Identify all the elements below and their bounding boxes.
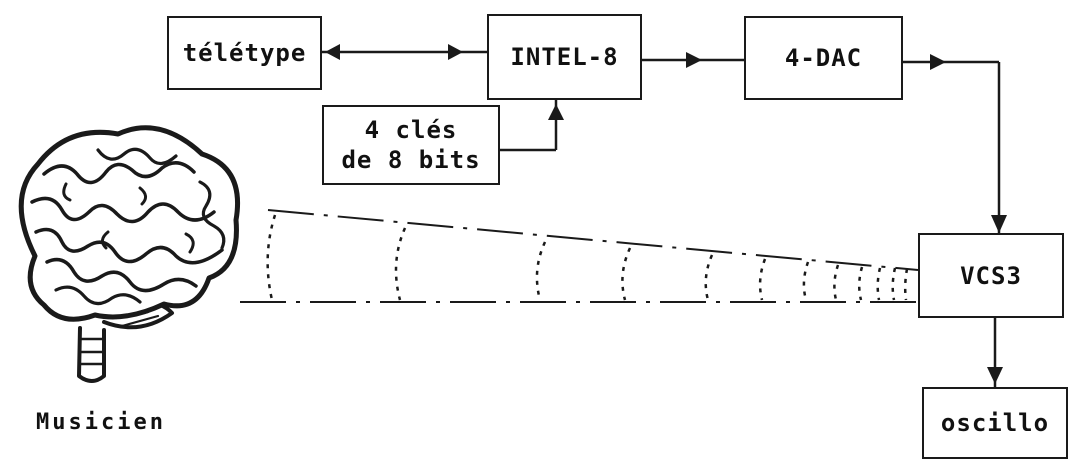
intel8-box: INTEL-8 — [487, 14, 642, 100]
dac-box: 4-DAC — [744, 16, 903, 100]
vcs3-label: VCS3 — [960, 261, 1022, 290]
oscillo-label: oscillo — [940, 409, 1050, 437]
arrow-to-vcs3 — [991, 215, 1007, 233]
oscillo-box: oscillo — [922, 387, 1068, 459]
arrow-dac-out — [930, 54, 946, 70]
cone-top-edge — [267, 209, 919, 271]
arrow-to-dac — [686, 52, 702, 68]
sound-wavefronts — [266, 214, 909, 301]
keys-box: 4 clés de 8 bits — [322, 105, 500, 185]
brain-icon — [18, 125, 241, 383]
musician-label: Musicien — [36, 410, 166, 435]
sound-cone — [240, 209, 919, 303]
vcs3-box: VCS3 — [918, 233, 1064, 318]
arrow-to-teletype — [325, 44, 340, 60]
arrow-teletype-line — [448, 44, 463, 60]
teletype-box: télétype — [167, 16, 322, 90]
arrow-to-intel — [548, 104, 564, 120]
dac-label: 4-DAC — [784, 44, 863, 72]
intel8-label: INTEL-8 — [510, 43, 619, 71]
arrow-to-oscillo — [987, 367, 1003, 384]
teletype-label: télétype — [182, 39, 307, 67]
keys-label-line2: de 8 bits — [341, 146, 481, 174]
keys-label-line1: 4 clés — [364, 116, 458, 144]
